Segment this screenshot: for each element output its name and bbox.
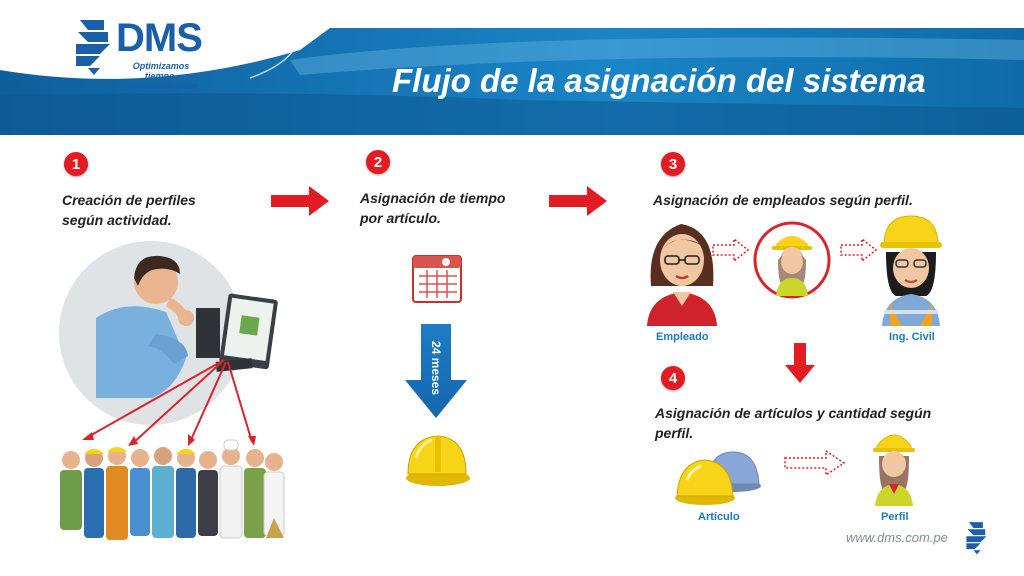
step-4-line-1: Asignación de artículos y cantidad según xyxy=(655,405,932,421)
profile-worker-avatar xyxy=(873,434,915,506)
page-title: Flujo de la asignación del sistema xyxy=(392,62,926,99)
step-3-badge: 3 xyxy=(661,152,685,176)
worker-at-computer-illustration xyxy=(59,241,285,540)
empleado-label: Empleado xyxy=(656,331,709,343)
tagline-line-2: Generamos valor xyxy=(124,81,198,91)
arrow-right-icon xyxy=(549,186,607,216)
step-1-text: Creación de perfiles según actividad. xyxy=(62,190,196,230)
timeline-down-arrow xyxy=(405,324,467,418)
step-4-badge: 4 xyxy=(661,366,685,390)
dms-footer-logo-icon xyxy=(966,522,987,555)
step-1-line-1: Creación de perfiles xyxy=(62,192,196,208)
step-3-text: Asignación de empleados según perfil. xyxy=(653,192,913,208)
step-2-line-2: por artículo. xyxy=(360,210,441,226)
calendar-icon xyxy=(412,255,462,303)
dotted-arrow-right-icon xyxy=(840,238,878,262)
logo-wordmark: DMS xyxy=(116,16,203,60)
step-2-badge: 2 xyxy=(366,150,390,174)
duration-label: 24 meses xyxy=(429,340,444,396)
helmets-icon xyxy=(675,451,761,505)
tagline-line-1: Optimizamos tiempo, xyxy=(132,61,190,81)
step-4-line-2: perfil. xyxy=(655,425,694,441)
duration-label-wrap: 24 meses xyxy=(422,338,450,398)
footer-url[interactable]: www.dms.com.pe xyxy=(846,530,948,545)
step-1-line-2: según actividad. xyxy=(62,212,172,228)
hard-hat-icon xyxy=(406,435,470,486)
step-1-badge: 1 xyxy=(64,152,88,176)
arrow-right-icon xyxy=(271,186,329,216)
arrow-down-icon xyxy=(785,343,815,383)
logo-tagline: Optimizamos tiempo, Generamos valor xyxy=(116,61,206,91)
dotted-arrow-right-icon xyxy=(784,450,846,476)
articulo-label: Artículo xyxy=(698,511,740,523)
dms-logo-icon xyxy=(76,20,110,75)
header-banner xyxy=(0,28,1024,135)
dotted-arrow-right-icon xyxy=(712,238,750,262)
worker-profile-circle xyxy=(753,221,831,299)
step-4-text: Asignación de artículos y cantidad según… xyxy=(655,403,931,443)
civil-engineer-avatar xyxy=(880,215,942,326)
step-2-text: Asignación de tiempo por artículo. xyxy=(360,188,505,228)
employee-woman-avatar xyxy=(647,224,717,326)
ing-civil-label: Ing. Civil xyxy=(889,331,935,343)
step-2-line-1: Asignación de tiempo xyxy=(360,190,506,206)
perfil-label: Perfil xyxy=(881,511,909,523)
